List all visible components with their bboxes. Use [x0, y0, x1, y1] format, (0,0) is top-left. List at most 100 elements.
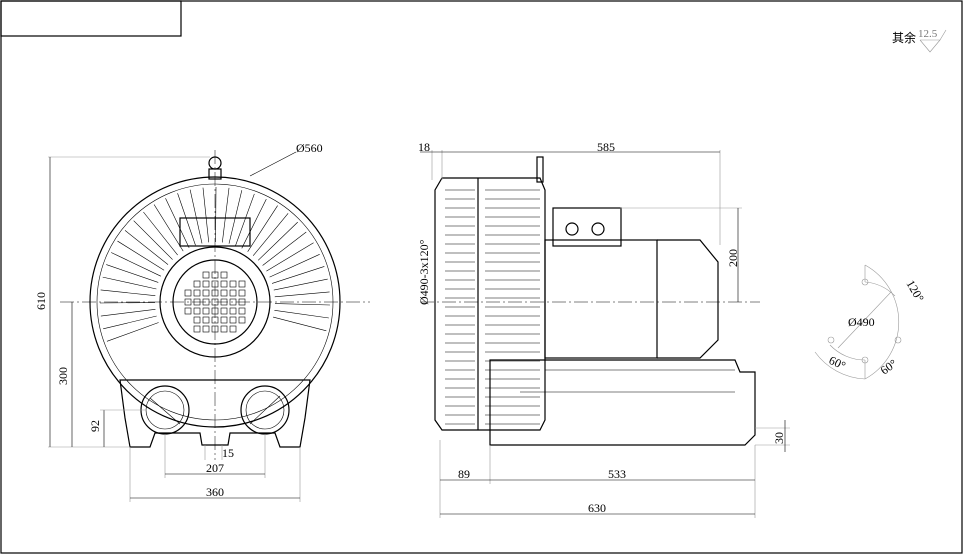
grille-slot [202, 289, 210, 297]
fin [189, 189, 203, 244]
dim-15: 15 [222, 446, 234, 460]
base-foot [119, 379, 311, 448]
grille-slot [211, 307, 219, 315]
dim-207: 207 [206, 461, 224, 475]
grille-slot [220, 298, 228, 306]
fin [235, 193, 255, 246]
grille-slot [229, 280, 237, 288]
grille-slot [193, 298, 201, 306]
grille-slot [229, 316, 237, 324]
fin [274, 291, 330, 298]
fin [165, 198, 190, 248]
grille-slot [220, 271, 228, 279]
title-block-corner [0, 0, 182, 37]
grille-slot [229, 307, 237, 315]
grille-slot [211, 280, 219, 288]
grille-slot [193, 280, 201, 288]
fin [177, 193, 196, 246]
fin [241, 198, 267, 249]
fin [103, 315, 157, 330]
grille-slot [202, 280, 210, 288]
roughness-label: 其余 [892, 30, 916, 45]
dim-18: 18 [418, 140, 430, 154]
grille-slot [202, 298, 210, 306]
fin [100, 309, 156, 317]
fin [133, 220, 173, 260]
grille-slot [238, 298, 246, 306]
fin [102, 276, 157, 290]
dim-610: 610 [34, 292, 48, 310]
fin [273, 278, 328, 291]
grille-slot [193, 289, 201, 297]
fin [257, 221, 298, 261]
grille-slot [220, 289, 228, 297]
front-view: 610 300 92 Ø560 15 207 360 [34, 141, 370, 502]
grille-slot [229, 325, 237, 333]
fin [106, 322, 159, 342]
grille-slot [238, 280, 246, 288]
fin [274, 310, 329, 319]
dim-bolt-circle: Ø490-3x120° [417, 239, 431, 305]
grille-slot [220, 280, 228, 288]
grille-slot [220, 316, 228, 324]
motor-terminal-box [552, 207, 622, 247]
angle-120-label: 120° [903, 278, 927, 305]
grille-slot [193, 316, 201, 324]
fin [266, 242, 314, 272]
grille-slot [202, 325, 210, 333]
fin [143, 211, 178, 256]
fin [222, 187, 230, 243]
terminal-box [179, 217, 251, 247]
fin [124, 230, 169, 265]
fin [228, 190, 243, 244]
grille-slot [211, 325, 219, 333]
roughness-value: 12.5 [918, 28, 938, 40]
motor-fan-cover [657, 239, 719, 359]
fin [153, 204, 184, 252]
fin [269, 254, 320, 278]
grille-slot [193, 325, 201, 333]
dim-630: 630 [588, 501, 606, 515]
grille-slot [193, 307, 201, 315]
grille-slot [202, 271, 210, 279]
bolt-pattern-detail: Ø490 120° 60° 60° [814, 264, 927, 380]
grille-slot [202, 307, 210, 315]
dim-diameter-560: Ø560 [296, 141, 323, 155]
grille-slot [184, 307, 192, 315]
inlet-port [140, 385, 190, 435]
angle-60-left-label: 60° [827, 353, 848, 373]
dim-533: 533 [608, 467, 626, 481]
dim-30: 30 [772, 432, 786, 444]
grille-slot [238, 316, 246, 324]
grille-slot [211, 271, 219, 279]
dim-300: 300 [56, 367, 70, 385]
grille-slot [202, 316, 210, 324]
side-view: 18 585 Ø490-3x120° 200 30 89 533 630 [417, 140, 790, 518]
grille-slot [238, 289, 246, 297]
grille-slot [211, 298, 219, 306]
grille-slot [184, 298, 192, 306]
fin [111, 252, 161, 277]
dim-200: 200 [726, 249, 740, 267]
grille-slot [184, 289, 192, 297]
fin [274, 303, 330, 306]
fin [271, 266, 325, 284]
fan-grille [184, 271, 246, 333]
base-silencer [489, 359, 756, 446]
grille-slot [238, 307, 246, 315]
motor-body [544, 239, 658, 359]
grille-slot [211, 316, 219, 324]
grille-slot [229, 289, 237, 297]
fin [262, 231, 307, 266]
roughness-symbol: 其余 12.5 [892, 28, 947, 53]
grille-slot [220, 325, 228, 333]
side-fins [445, 178, 540, 430]
housing-outline [89, 176, 341, 428]
fin [117, 240, 165, 271]
fin [252, 213, 289, 256]
angle-60-right-label: 60° [878, 356, 900, 377]
fin [202, 187, 210, 243]
dim-92: 92 [88, 420, 102, 432]
